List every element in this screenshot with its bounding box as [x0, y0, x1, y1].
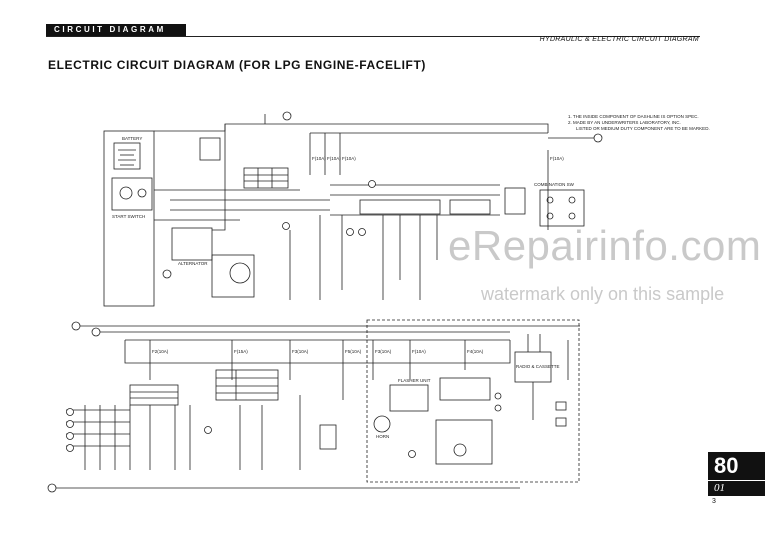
fuse-bottom-7: F4(10A): [467, 349, 484, 354]
page-number: 80: [714, 453, 739, 478]
note-3: LISTED OR MEDIUM DUTY COMPONENT ARE TO B…: [576, 126, 710, 131]
combination-switch-block: [539, 189, 585, 227]
combination-sw-label: COMBINATION SW: [534, 182, 575, 187]
radio-cassette-label: RADIO & CASSETTE: [516, 364, 560, 369]
alternator-block: [171, 227, 213, 261]
light-switch-table: [215, 369, 279, 401]
battery-label: BATTERY: [122, 136, 142, 141]
left-harness-frame: [103, 130, 155, 307]
fuse-bottom-6: F(10A): [412, 349, 426, 354]
header-rule: [46, 36, 700, 37]
header-subtitle: HYDRAULIC & ELECTRIC CIRCUIT DIAGRAM: [539, 36, 699, 43]
page-footer-number: 3: [712, 498, 716, 505]
watermark-note: watermark only on this sample: [481, 284, 725, 304]
note-2: 2. MADE BY AN UNDERWRITERS LABORATORY, I…: [568, 120, 681, 125]
start-switch-label: START SWITCH: [112, 214, 145, 219]
starter-motor-block: [211, 254, 255, 298]
fuse-top-2: F(10A): [327, 156, 341, 161]
alternator-label: ALTERNATOR: [178, 261, 208, 266]
fuse-bottom-1: F2(10A): [152, 349, 169, 354]
fuse-bottom-4: F5(10A): [345, 349, 362, 354]
page-sub-number: 01: [714, 482, 725, 494]
page-number-box: 80 01: [708, 452, 765, 496]
page-title: ELECTRIC CIRCUIT DIAGRAM (FOR LPG ENGINE…: [48, 58, 426, 72]
fuse-top-1: F(10A): [312, 156, 326, 161]
watermark-brand: eRepairinfo.com: [448, 222, 762, 269]
option-spec-dashed-box: [366, 319, 580, 483]
note-1: 1. THE INSIDE COMPONENT OF DASHLINE IS O…: [568, 114, 699, 119]
key-switch-table: [243, 167, 289, 189]
start-switch-block: [111, 177, 153, 211]
fuse-top-3: F(10A): [342, 156, 356, 161]
fuse-bottom-3: F3(10A): [292, 349, 309, 354]
fuse-bottom-2: F(15A): [234, 349, 248, 354]
horn-label: HORN: [376, 434, 389, 439]
flasher-label: FLASHER UNIT: [398, 378, 431, 383]
page-box-divider: [708, 480, 765, 481]
battery-symbol: [113, 142, 141, 170]
section-header-bar: CIRCUIT DIAGRAM: [46, 24, 186, 36]
fuse-top-4: F(10A): [550, 156, 564, 161]
fuse-bottom-5: F3(10A): [375, 349, 392, 354]
